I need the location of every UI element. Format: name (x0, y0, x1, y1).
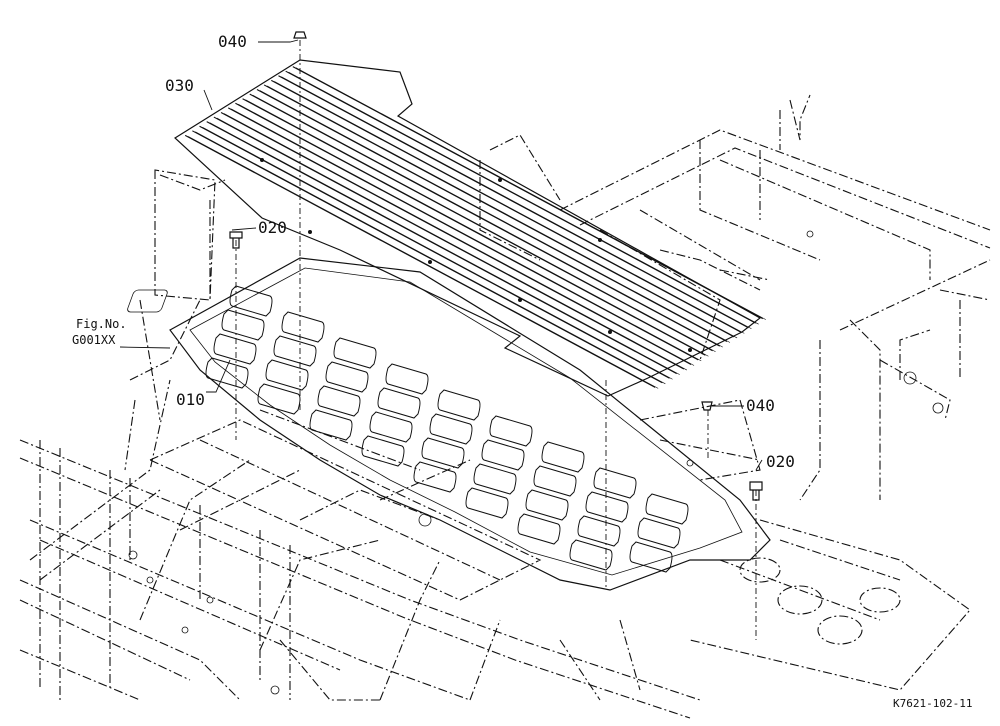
callout-020-left: 020 (258, 218, 287, 237)
mat-rib-edge (281, 76, 752, 330)
mat-rib (278, 75, 749, 329)
tray-pocket (533, 465, 577, 497)
bolt-020-left (229, 231, 243, 249)
mat-rib-edge (223, 113, 695, 366)
mat-rib-edge (231, 108, 702, 362)
part-030-floor-mat (174, 59, 762, 397)
mat-mount-hole (308, 230, 312, 234)
tray-pocket (413, 461, 457, 493)
callout-040-top: 040 (218, 32, 247, 51)
mat-mount-hole (498, 178, 502, 182)
tray-pocket (569, 539, 613, 571)
callout-020-right: 020 (766, 452, 795, 471)
tray-pocket (317, 385, 361, 417)
mat-rib (271, 79, 742, 333)
tray-pocket (421, 437, 465, 469)
mat-rib-edge (195, 131, 666, 385)
tray-pocket (213, 333, 257, 365)
tray-pocket (257, 383, 301, 415)
tray-pocket (281, 311, 325, 343)
mat-mount-hole (598, 238, 602, 242)
tray-pocket (265, 359, 309, 391)
mat-rib (206, 121, 677, 375)
tray-pocket (489, 415, 533, 447)
tray-pocket (465, 487, 509, 519)
mat-rib (227, 107, 699, 361)
tray-pocket (541, 441, 585, 473)
tray-pocket (517, 513, 561, 545)
mat-rib (235, 102, 706, 356)
tray-pocket (525, 489, 569, 521)
mat-rib (184, 134, 656, 388)
figure-reference-label: Fig.No. (76, 317, 127, 331)
mat-rib (220, 111, 692, 365)
tray-pocket (645, 493, 689, 525)
mat-mount-hole (260, 158, 264, 162)
tray-pocket (629, 541, 673, 573)
mat-rib-edge (238, 104, 709, 357)
mat-mount-hole (608, 330, 612, 334)
tray-pocket (221, 309, 265, 341)
mat-rib-edge (202, 126, 673, 380)
callout-030: 030 (165, 76, 194, 95)
clip-040-right (701, 401, 713, 411)
clip-040-top (293, 31, 307, 39)
mat-rib-edge (252, 94, 723, 348)
vehicle-frame-phantom (19, 94, 991, 719)
mat-rib-edge (209, 122, 680, 375)
mat-rib-edge (295, 67, 766, 320)
tray-pocket (309, 409, 353, 441)
mat-mount-hole (428, 260, 432, 264)
tray-pocket (585, 491, 629, 523)
callout-040-right: 040 (746, 396, 775, 415)
mat-rib-edge (274, 81, 745, 334)
mat-rib-edge (245, 99, 716, 352)
tray-pocket (385, 363, 429, 395)
tray-pocket (481, 439, 525, 471)
mat-rib (199, 125, 670, 379)
mat-rib-edge (216, 117, 688, 371)
tray-pocket (369, 411, 413, 443)
mat-mount-hole (518, 298, 522, 302)
tray-pocket (377, 387, 421, 419)
tray-pocket (437, 389, 481, 421)
mat-rib (256, 89, 728, 343)
tray-pocket (637, 517, 681, 549)
tray-pocket (333, 337, 377, 369)
tray-pocket (205, 357, 249, 389)
tray-pocket (229, 285, 273, 317)
mat-rib (263, 84, 735, 338)
mat-rib (292, 66, 764, 320)
tray-pocket (361, 435, 405, 467)
mat-rib-edge (188, 136, 659, 389)
mat-rib (213, 116, 685, 370)
tray-pocket (325, 361, 369, 393)
figure-reference-number: G001XX (72, 333, 116, 347)
mat-rib (249, 93, 721, 347)
hardware (229, 31, 763, 501)
mat-rib-edge (288, 71, 759, 325)
mat-mount-hole (688, 348, 692, 352)
bolt-020-right (749, 481, 763, 501)
tray-pocket (273, 335, 317, 367)
tray-pocket (429, 413, 473, 445)
tray-pocket (577, 515, 621, 547)
mat-rib (242, 98, 713, 352)
callout-lead-lines (119, 39, 763, 640)
mat-rib (192, 130, 663, 384)
mat-rib-edge (266, 85, 738, 339)
part-010-floor-tray (127, 257, 771, 591)
mat-rib (285, 70, 756, 324)
mat-rib-edge (259, 90, 731, 343)
tray-pocket (473, 463, 517, 495)
drawing-number: K7621-102-11 (893, 697, 973, 710)
callout-010: 010 (176, 390, 205, 409)
tray-pocket (593, 467, 637, 499)
